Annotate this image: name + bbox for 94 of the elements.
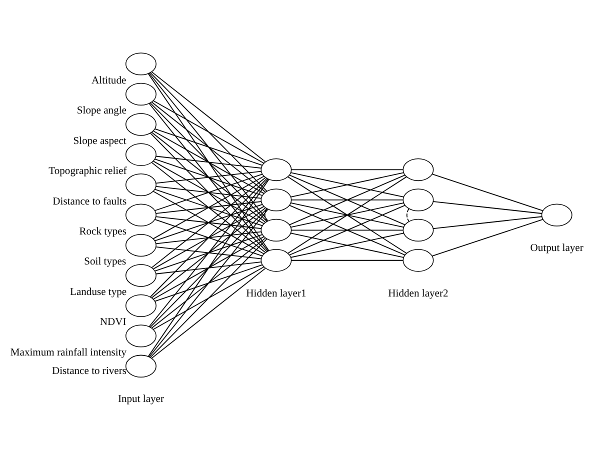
node-circle: [402, 249, 434, 272]
connector: [154, 264, 263, 302]
connector: [290, 232, 404, 258]
node-label: Topographic relief: [48, 166, 127, 178]
node-circle: [126, 113, 156, 136]
node-circle: [126, 143, 156, 166]
connector: [151, 102, 266, 192]
label: Hidden layer2: [388, 288, 448, 300]
connector: [148, 73, 270, 252]
connector: [154, 158, 263, 196]
node-circle: [402, 188, 434, 212]
connector: [151, 268, 266, 359]
node-circle: [260, 218, 292, 242]
node-label: Distance to rivers: [52, 366, 126, 378]
connector: [154, 174, 263, 212]
node-label: Rock types: [79, 226, 126, 238]
node-label: Maximum rainfall intensity: [10, 347, 127, 358]
connector: [152, 176, 264, 240]
connector: [291, 230, 404, 231]
connector: [150, 72, 268, 192]
label: Output layer: [530, 243, 584, 254]
connector: [156, 262, 262, 274]
node-label: Distance to faults: [52, 196, 127, 208]
connector: [152, 206, 264, 270]
connector: [156, 201, 262, 214]
connector: [151, 162, 266, 253]
connector: [152, 266, 264, 330]
connector: [156, 246, 262, 260]
connector: [290, 202, 404, 228]
node-circle: [126, 234, 156, 257]
connector: [150, 178, 268, 298]
node-circle: [126, 264, 156, 287]
connector: [432, 216, 542, 230]
connector: [148, 208, 268, 358]
connector: [150, 238, 268, 358]
node-label: NDVI: [100, 317, 126, 328]
connector: [154, 204, 263, 242]
node-circle: [126, 354, 156, 378]
node-circle: [126, 174, 156, 196]
connector: [154, 219, 263, 256]
connector: [288, 204, 406, 256]
connector: [151, 238, 266, 328]
connector: [156, 231, 262, 244]
connector: [152, 100, 264, 164]
connector: [151, 208, 266, 298]
connector: [152, 236, 264, 300]
node-label: Altitude: [92, 75, 126, 86]
label: Hidden layer1: [246, 288, 306, 300]
label: Input layer: [118, 394, 164, 406]
connector: [432, 219, 544, 256]
connector: [288, 176, 407, 254]
connector: [150, 102, 268, 222]
connector: [156, 170, 262, 184]
connector: [432, 201, 542, 214]
node-circle: [126, 82, 156, 106]
node-circle: [260, 249, 292, 272]
connector: [151, 132, 266, 223]
connector: [148, 179, 270, 357]
node-label: Slope aspect: [73, 136, 126, 147]
node-circle: [402, 218, 434, 242]
connector: [148, 103, 268, 252]
connector: [156, 216, 262, 230]
connector: [154, 234, 263, 272]
connector: [288, 174, 406, 226]
connector: [432, 174, 544, 212]
connector: [152, 190, 264, 254]
connector: [152, 160, 264, 224]
node-circle: [402, 158, 434, 182]
node-circle: [260, 188, 292, 212]
connector: [151, 71, 266, 162]
node-circle: [126, 204, 156, 226]
node-label: Soil types: [84, 256, 126, 268]
connector: [150, 208, 268, 328]
connector: [290, 172, 404, 198]
connector: [154, 128, 263, 166]
node-label: Landuse type: [70, 286, 127, 298]
connector: [291, 169, 404, 170]
node-label: Slope angle: [76, 106, 126, 117]
connector: [264, 208, 268, 222]
connector: [291, 260, 404, 261]
node-circle: [126, 294, 156, 318]
node-circle: [126, 324, 156, 348]
connector: [156, 186, 262, 199]
node-circle: [260, 158, 292, 182]
connector: [156, 156, 262, 169]
connector: [154, 188, 263, 226]
connector: [150, 132, 268, 252]
connector: [406, 208, 410, 222]
connector: [151, 177, 266, 268]
connector: [152, 130, 264, 194]
connector: [148, 178, 268, 327]
node-circle: [541, 204, 572, 226]
node-circle: [126, 52, 156, 76]
connector: [148, 72, 268, 222]
